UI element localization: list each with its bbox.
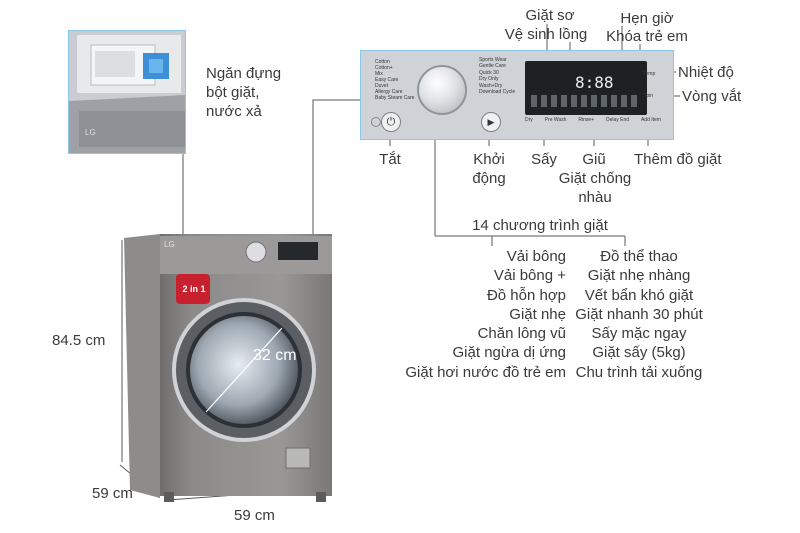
prewash-panel-button[interactable]: Pre Wash xyxy=(544,117,567,123)
dial-program-list-right: Sports Wear Gentle Care Quick 30 Dry Onl… xyxy=(479,57,515,95)
dial-program: Gentle Care xyxy=(479,63,506,70)
program-item: Giặt sấy (5kg) xyxy=(592,344,686,362)
delay-end-panel-button[interactable]: Delay End xyxy=(605,117,630,123)
dial-program: Quick 30 xyxy=(479,69,499,76)
program-item: Giặt ngừa dị ứng xyxy=(452,344,566,362)
dial-program: Cotton+ xyxy=(375,65,393,71)
dry-label: Sấy xyxy=(531,151,557,168)
dial-program: Download Cycle xyxy=(479,89,516,96)
dial-program: Easy Care xyxy=(375,77,399,83)
programs-right-list: Đồ thể thao Giặt nhẹ nhàng Vết bẩn khó g… xyxy=(566,247,712,382)
program-item: Đồ thể thao xyxy=(600,248,678,265)
rinse-panel-button[interactable]: Rinse+ xyxy=(578,117,595,123)
program-item: Vết bẩn khó giặt xyxy=(584,286,694,304)
door-diameter-label: 32 cm xyxy=(253,347,297,364)
child-lock-label: Khóa trẻ em xyxy=(606,28,688,45)
start-pause-button[interactable]: ▶ xyxy=(481,112,501,132)
program-item: Vải bông xyxy=(506,248,566,265)
prewash-label: Giặt sơ xyxy=(525,7,575,24)
machine-badge-text: 2 in 1 xyxy=(182,284,206,294)
dial-program: Duvet xyxy=(375,83,389,89)
program-item: Giặt nhẹ xyxy=(509,305,566,323)
dial-program: Mix xyxy=(375,71,383,77)
dial-program: Baby Steam Care xyxy=(375,95,415,101)
dial-program: Sports Wear xyxy=(479,57,507,63)
washing-machine-illustration xyxy=(124,234,332,502)
detergent-drawer-illustration: LG xyxy=(69,31,185,153)
depth-label: 59 cm xyxy=(92,485,133,502)
program-item: Giặt nhanh 30 phút xyxy=(575,305,703,323)
program-item: Vải bông + xyxy=(493,267,566,285)
spin-side-label: Spin xyxy=(643,93,654,99)
anti-crease-label: Giặt chống nhàu xyxy=(558,170,632,206)
panel-button-row: Dry Pre Wash Rinse+ Delay End Add Item xyxy=(525,117,661,123)
add-item-label: Thêm đồ giặt xyxy=(634,151,722,168)
add-item-panel-button[interactable]: Add Item xyxy=(640,117,661,123)
display-indicators xyxy=(531,95,641,107)
display-time: 8:88 xyxy=(575,73,614,92)
programs-left-list: Vải bông Vải bông + Đồ hỗn hợp Giặt nhẹ … xyxy=(390,247,566,382)
dial-program: Allergy Care xyxy=(375,89,403,95)
program-item: Sấy mặc ngay xyxy=(591,325,687,343)
spin-label: Vòng vắt xyxy=(682,88,742,105)
program-dial[interactable] xyxy=(417,65,467,115)
height-label: 84.5 cm xyxy=(52,332,106,349)
programs-title: 14 chương trình giặt xyxy=(472,217,608,234)
program-item: Chu trình tải xuống xyxy=(575,363,703,381)
power-label: Tắt xyxy=(379,151,401,168)
dial-program: Cotton xyxy=(375,59,390,65)
svg-text:LG: LG xyxy=(85,128,96,137)
program-item: Chăn lông vũ xyxy=(477,325,566,343)
temp-side-label: Temp xyxy=(643,71,656,77)
lg-logo: LG xyxy=(164,240,175,249)
hold-label: Giũ xyxy=(582,151,606,168)
control-panel-inset: ⏻ Cotton Cotton+ Mix Easy Care Duvet All… xyxy=(360,50,674,140)
temperature-label: Nhiệt độ xyxy=(678,64,734,81)
program-item: Đồ hỗn hợp xyxy=(486,286,566,304)
width-label: 59 cm xyxy=(234,507,275,524)
dial-program-list-left: Cotton Cotton+ Mix Easy Care Duvet Aller… xyxy=(375,59,414,101)
program-item: Giặt nhẹ nhàng xyxy=(587,267,691,285)
lcd-display: 8:88 xyxy=(525,61,647,115)
drawer-label: Ngăn đựng bột giặt, nước xả xyxy=(206,65,282,120)
dial-program: Dry Only xyxy=(479,76,499,83)
drawer-inset: LG xyxy=(68,30,186,154)
tub-clean-label: Vệ sinh lồng xyxy=(504,26,588,43)
dial-program: Wash+Dry xyxy=(479,82,503,89)
timer-label: Hẹn giờ xyxy=(620,10,674,27)
power-icon xyxy=(371,117,381,127)
start-label: Khởi động xyxy=(472,151,506,187)
program-item: Giặt hơi nước đồ trẻ em xyxy=(405,363,566,381)
dry-panel-button[interactable]: Dry xyxy=(525,117,533,123)
power-button[interactable]: ⏻ xyxy=(381,112,401,132)
